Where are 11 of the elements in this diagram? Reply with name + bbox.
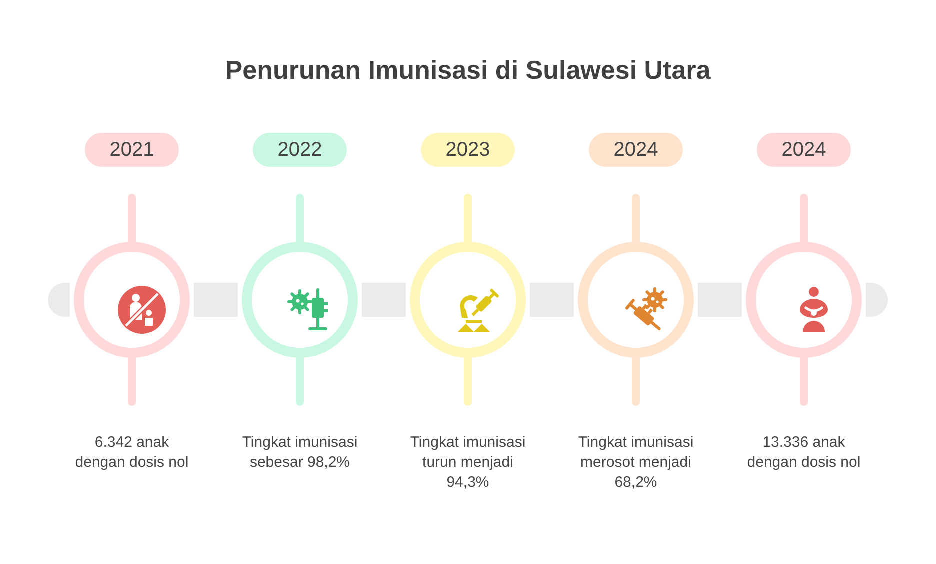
- year-pill: 2024: [589, 133, 683, 167]
- description-text: Tingkat imunisasi sebesar 98,2%: [241, 433, 359, 473]
- description-text: 13.336 anak dengan dosis nol: [746, 433, 862, 473]
- description-text: 6.342 anak dengan dosis nol: [74, 433, 190, 473]
- year-pill: 2021: [85, 133, 179, 167]
- description-text: Tingkat imunisasi turun menjadi 94,3%: [409, 433, 527, 493]
- year-pill: 2023: [421, 133, 515, 167]
- year-pill: 2024: [757, 133, 851, 167]
- year-pill: 2022: [253, 133, 347, 167]
- diagram-title: Penurunan Imunisasi di Sulawesi Utara: [225, 54, 711, 86]
- description-text: Tingkat imunisasi merosot menjadi 68,2%: [577, 433, 695, 493]
